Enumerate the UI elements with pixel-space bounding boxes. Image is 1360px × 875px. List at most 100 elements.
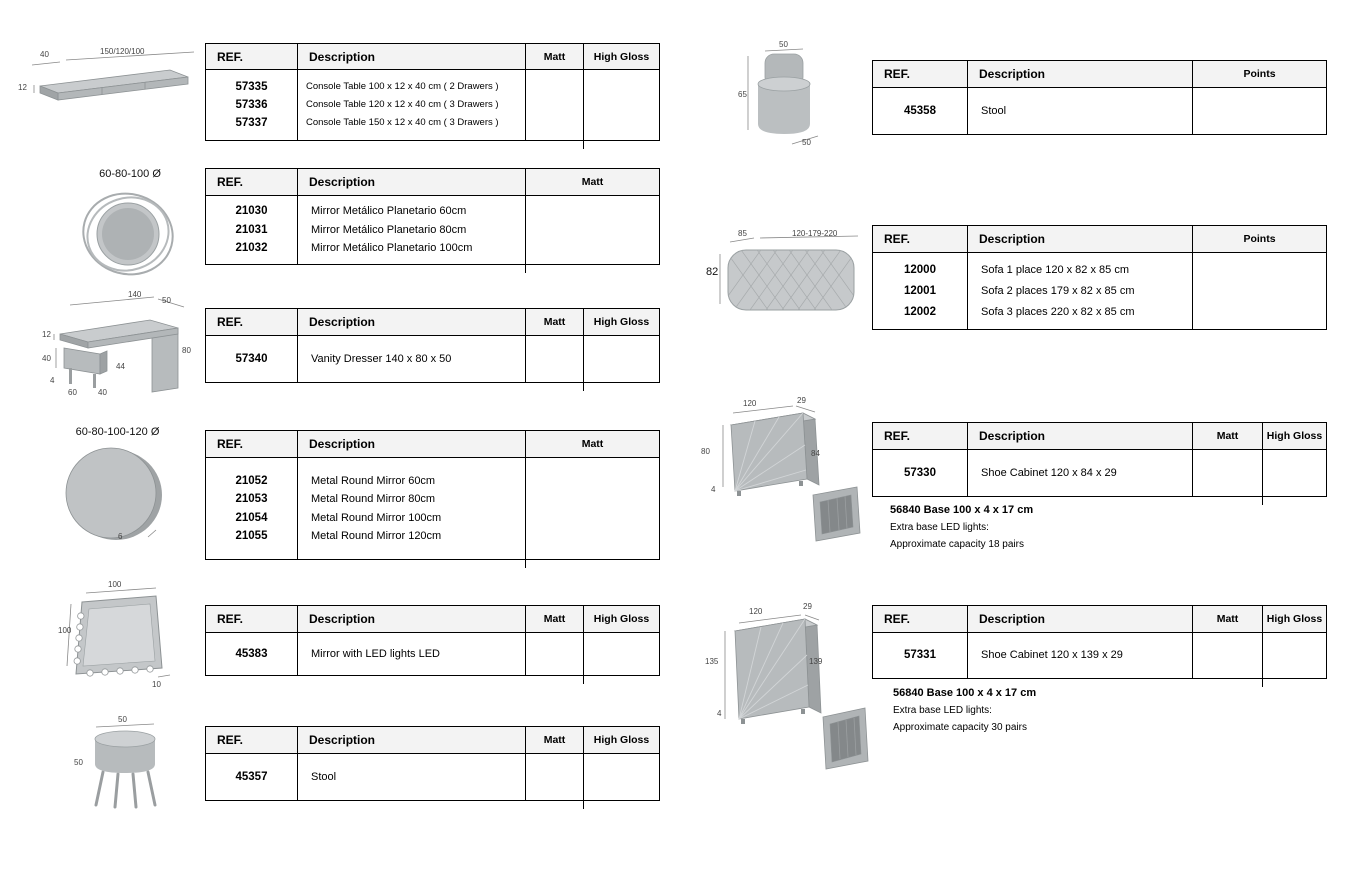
header-ref: REF. xyxy=(873,606,968,632)
matt-column xyxy=(526,458,659,559)
description-value: Mirror Metálico Planetario 60cm xyxy=(311,205,467,218)
matt-column xyxy=(526,336,584,382)
column-tick xyxy=(525,560,526,568)
table-body: 45358 Stool xyxy=(872,88,1327,135)
dim-label-base: 4 xyxy=(717,709,722,718)
ref-column: 45358 xyxy=(873,88,968,134)
header-matt: Matt xyxy=(1193,423,1263,449)
table-header-row: REF. Description Matt High Gloss xyxy=(205,726,660,754)
description-column: Shoe Cabinet 120 x 84 x 29 xyxy=(968,450,1193,496)
header-high-gloss: High Gloss xyxy=(1266,430,1323,442)
console-table-drawing: 40 150/120/100 12 xyxy=(14,46,204,131)
base-note-bold: 56840 Base 100 x 4 x 17 cm xyxy=(890,504,1034,516)
ref-value: 57337 xyxy=(235,117,268,129)
dim-label-depth: 6 xyxy=(118,532,123,541)
header-high-gloss: High Gloss xyxy=(1266,613,1323,625)
shoe-cabinet-tall-illustration xyxy=(724,614,869,770)
header-description: Description xyxy=(298,309,526,335)
description-value: Vanity Dresser 140 x 80 x 50 xyxy=(311,352,452,365)
dim-label-depth: 10 xyxy=(152,680,161,689)
header-matt: Matt xyxy=(581,438,604,450)
description-column: Vanity Dresser 140 x 80 x 50 xyxy=(298,336,526,382)
base-note-capacity: Approximate capacity 18 pairs xyxy=(890,539,1024,550)
ref-column: 57331 xyxy=(873,633,968,678)
header-matt: Matt xyxy=(526,727,584,753)
table-header-row: REF. Description Matt High Gloss xyxy=(872,422,1327,450)
ref-value: 21054 xyxy=(235,511,268,524)
header-ref: REF. xyxy=(206,44,298,69)
dim-label-height: 12 xyxy=(18,83,27,92)
high-gloss-column xyxy=(584,70,659,140)
high-gloss-column xyxy=(1263,450,1326,496)
dim-label-depth: 50 xyxy=(802,138,811,147)
ref-column: 12000 12001 12002 xyxy=(873,253,968,329)
stool-illustration xyxy=(94,723,157,809)
header-high-gloss: High Gloss xyxy=(593,734,650,746)
header-points: Points xyxy=(1243,233,1276,245)
header-description: Description xyxy=(298,44,526,69)
header-description: Description xyxy=(298,169,526,195)
round-mirror-drawing: 60-80-100-120 Ø 6 xyxy=(50,426,185,556)
header-matt: Matt xyxy=(526,44,584,69)
ref-value: 21031 xyxy=(235,223,268,236)
dim-label-right-height: 139 xyxy=(809,657,823,666)
dim-label-diameters: 60-80-100-120 Ø xyxy=(75,426,160,438)
column-tick xyxy=(583,141,584,149)
dim-label-width: 50 xyxy=(779,40,788,49)
shoe-cabinet-small-drawing: 120 29 80 84 4 xyxy=(695,395,870,550)
description-value: Stool xyxy=(311,770,337,783)
matt-column xyxy=(526,70,584,140)
description-value: Shoe Cabinet 120 x 139 x 29 xyxy=(981,649,1123,662)
dim-label-width: 50 xyxy=(118,715,127,724)
ref-value: 57335 xyxy=(235,81,268,93)
shoe-cabinet-tall-drawing: 120 29 135 139 4 xyxy=(705,595,875,775)
ref-column: 45383 xyxy=(206,633,298,675)
shoe-cabinet-tall-spec-table: REF. Description Matt High Gloss 57331 S… xyxy=(872,605,1327,687)
table-body: 57335 57336 57337 Console Table 100 x 12… xyxy=(205,70,660,141)
dim-label-height: 100 xyxy=(58,626,72,635)
column-tick xyxy=(583,676,584,684)
dim-label-width: 120 xyxy=(749,607,763,616)
stool-back-illustration xyxy=(747,48,819,145)
dim-label-a: 40 xyxy=(42,354,51,363)
description-column: Shoe Cabinet 120 x 139 x 29 xyxy=(968,633,1193,678)
description-column: Metal Round Mirror 60cm Metal Round Mirr… xyxy=(298,458,526,559)
table-header-row: REF. Description Matt xyxy=(205,168,660,196)
matt-column xyxy=(1193,633,1263,678)
description-column: Console Table 100 x 12 x 40 cm ( 2 Drawe… xyxy=(298,70,526,140)
header-high-gloss: High Gloss xyxy=(593,613,650,625)
column-tick xyxy=(1262,679,1263,687)
table-body: 45357 Stool xyxy=(205,754,660,801)
ref-value: 21032 xyxy=(235,242,268,255)
ref-column: 57335 57336 57337 xyxy=(206,70,298,140)
header-ref: REF. xyxy=(206,309,298,335)
header-ref: REF. xyxy=(206,169,298,195)
description-value: Mirror with LED lights LED xyxy=(311,647,440,660)
table-body: 21030 21031 21032 Mirror Metálico Planet… xyxy=(205,196,660,265)
table-body: 57330 Shoe Cabinet 120 x 84 x 29 xyxy=(872,450,1327,497)
header-matt: Matt xyxy=(526,309,584,335)
header-high-gloss: High Gloss xyxy=(593,316,650,328)
led-mirror-illustration xyxy=(66,587,171,678)
description-value: Console Table 120 x 12 x 40 cm ( 3 Drawe… xyxy=(306,99,499,110)
dim-label-top: 12 xyxy=(42,330,51,339)
header-description: Description xyxy=(298,727,526,753)
matt-column xyxy=(1193,450,1263,496)
table-body: 21052 21053 21054 21055 Metal Round Mirr… xyxy=(205,458,660,560)
shoe-cabinet-small-illustration xyxy=(722,405,861,542)
dim-label-depth: 50 xyxy=(162,296,171,305)
base-note-led: Extra base LED lights: xyxy=(890,522,989,533)
description-value: Sofa 3 places 220 x 82 x 85 cm xyxy=(981,305,1135,318)
ref-column: 21030 21031 21032 xyxy=(206,196,298,264)
description-value: Mirror Metálico Planetario 100cm xyxy=(311,242,473,255)
dim-label-d: 60 xyxy=(68,388,77,397)
header-matt: Matt xyxy=(526,606,584,632)
ref-value: 45358 xyxy=(904,104,936,117)
dim-label-e: 40 xyxy=(98,388,107,397)
high-gloss-column xyxy=(584,754,659,800)
description-column: Mirror with LED lights LED xyxy=(298,633,526,675)
ref-value: 45357 xyxy=(235,770,268,783)
description-value: Mirror Metálico Planetario 80cm xyxy=(311,223,467,236)
stool-left-drawing: 50 50 xyxy=(70,712,175,812)
